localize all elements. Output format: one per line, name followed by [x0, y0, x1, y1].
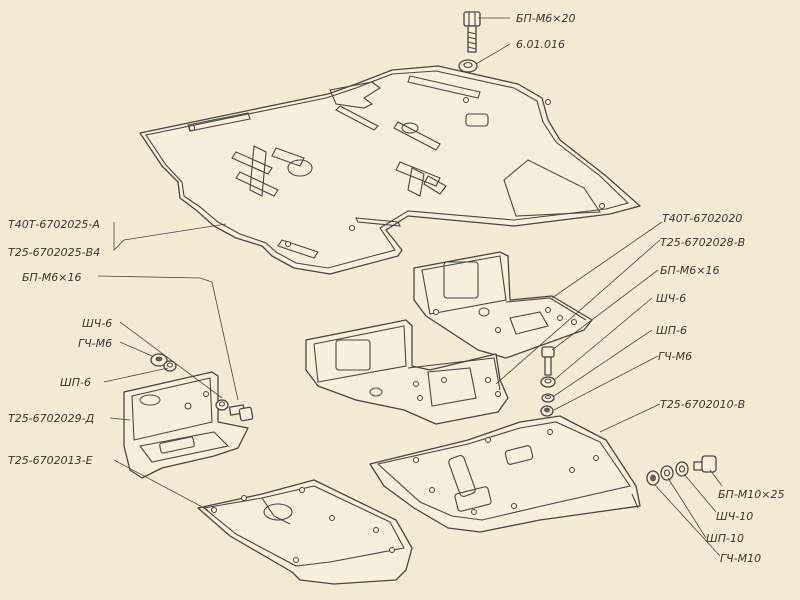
label-plate-e: Т25-6702013-Е [8, 454, 93, 467]
bracket-6702028-v [305, 319, 509, 425]
bolt-m6x20 [463, 11, 481, 53]
label-part-6702028: Т25-6702028-В [660, 236, 745, 249]
plate-6702013-e [197, 479, 413, 585]
nut-m6-left [150, 353, 168, 367]
top-cover-plate [139, 65, 641, 275]
washer-shch6-right [540, 376, 556, 388]
label-washer-shch10: ШЧ-10 [716, 510, 753, 523]
washer-shp6-right [541, 393, 555, 403]
label-washer-shp10: ШП-10 [706, 532, 744, 545]
label-plate-v: Т25-6702010-В [660, 398, 745, 411]
label-bracket-d: Т25-6702029-Д [8, 412, 95, 425]
label-nut-m10: ГЧ-М10 [720, 552, 761, 565]
label-cover-a: Т40Т-6702025-А [8, 218, 100, 231]
label-cover-b: Т25-6702025-В4 [8, 246, 100, 259]
washer-shch10 [675, 461, 689, 477]
label-part-6702020: Т40Т-6702020 [662, 212, 742, 225]
washer-shp10 [660, 465, 674, 481]
label-nut-m6-left: ГЧ-М6 [78, 337, 112, 350]
nut-m10 [646, 470, 660, 486]
plate-6702010-v [369, 415, 641, 533]
nut-m6-right [540, 405, 554, 417]
label-washer-top: 6.01.016 [516, 38, 565, 51]
bracket-6702029-d [123, 371, 249, 479]
bracket-6702020 [413, 251, 593, 359]
label-bolt-m6x16-right: БП-М6×16 [660, 264, 720, 277]
bolt-m6x16-left [228, 404, 254, 422]
label-washer-shp6-left: ШП-6 [60, 376, 91, 389]
label-bolt-m6x16-left: БП-М6×16 [22, 271, 82, 284]
label-bolt-top: БП-М6×20 [516, 12, 576, 25]
label-washer-shp6-right: ШП-6 [656, 324, 687, 337]
washer-shch6-left [215, 399, 229, 411]
label-washer-shch6-right: ШЧ-6 [656, 292, 686, 305]
bolt-m6x16-right [541, 346, 555, 376]
label-washer-shch6-left: ШЧ-6 [82, 317, 112, 330]
washer-6-01-016 [458, 59, 478, 73]
leader-lines [97, 17, 723, 557]
label-nut-m6-right: ГЧ-М6 [658, 350, 692, 363]
label-bolt-m10: БП-М10×25 [718, 488, 785, 501]
bolt-m10x25 [693, 455, 717, 473]
